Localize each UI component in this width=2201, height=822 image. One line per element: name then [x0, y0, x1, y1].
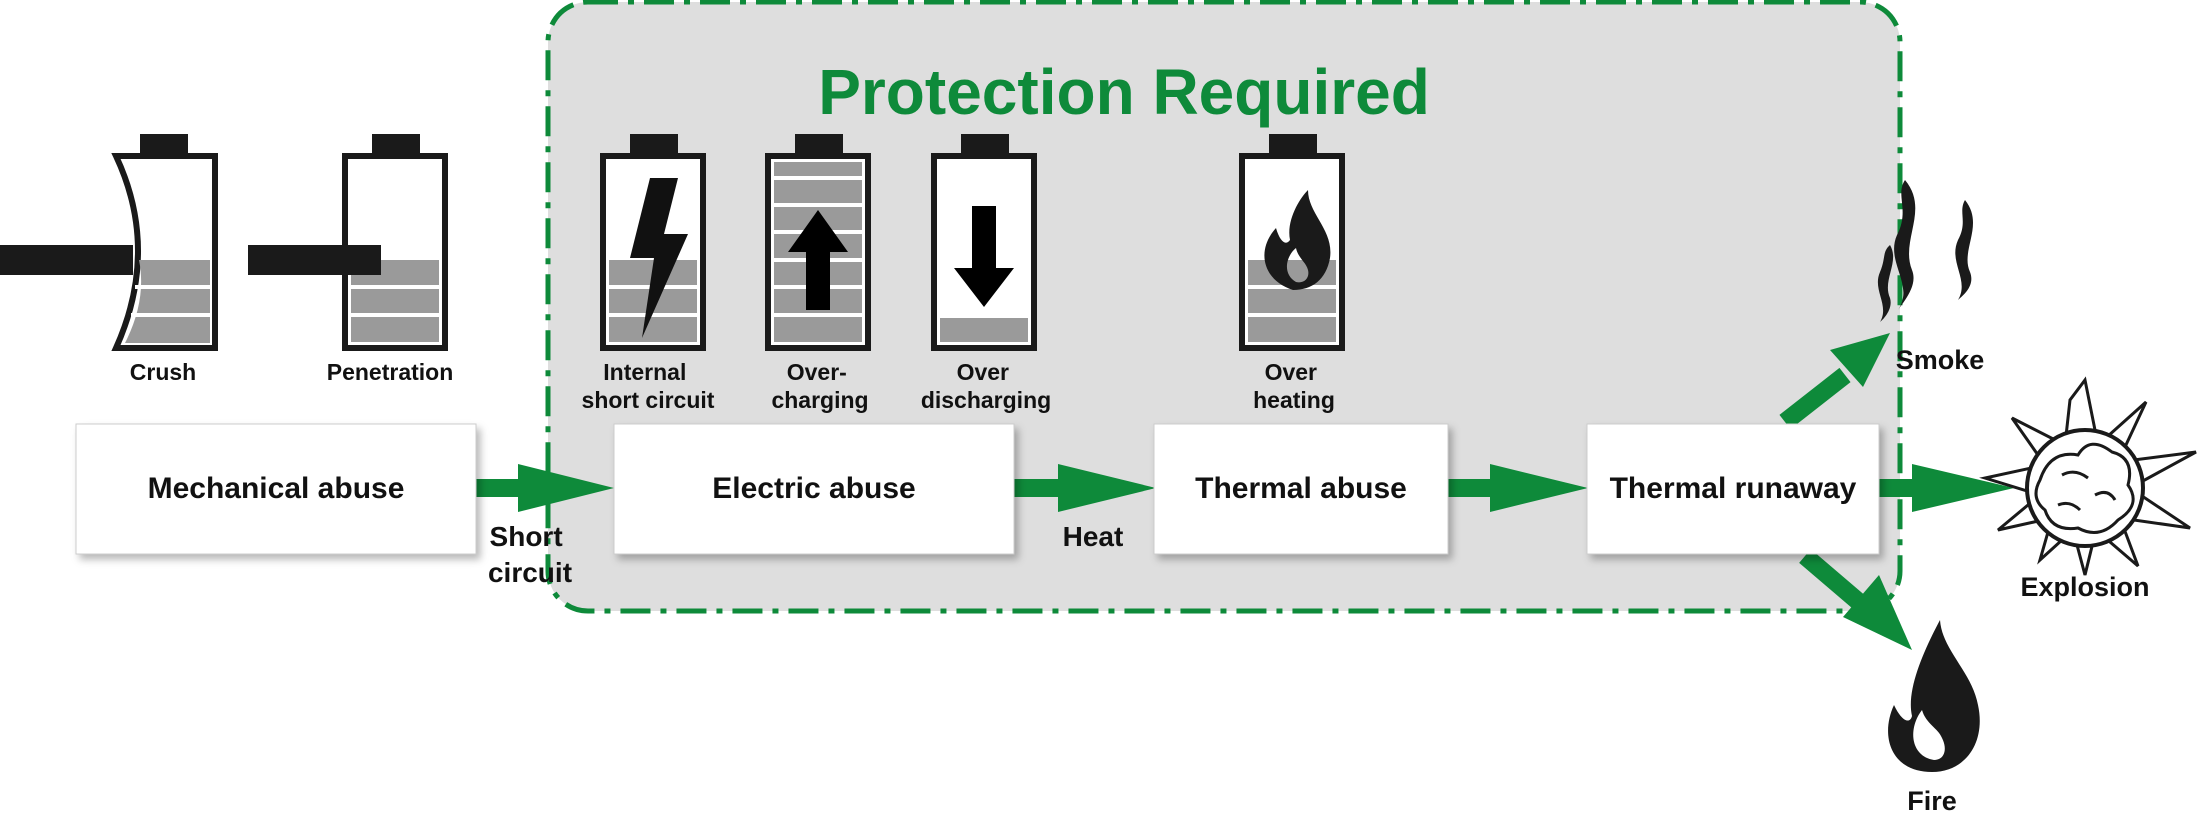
battery-label-overheating: Over heating: [1253, 359, 1335, 413]
smoke-icon: [1877, 180, 1974, 322]
battery-label-internal-short: Internal short circuit: [582, 359, 715, 413]
arrow-runaway-to-fire: [1799, 549, 1912, 650]
stage-label-thermal: Thermal abuse: [1195, 472, 1407, 505]
outcome-label-explosion: Explosion: [2020, 572, 2149, 602]
transition-label-heat: Heat: [1063, 521, 1124, 552]
stage-label-electric: Electric abuse: [712, 472, 915, 505]
outcome-label-smoke: Smoke: [1896, 345, 1985, 375]
flame-battery-icon: [1239, 134, 1345, 351]
stage-box-runaway: Thermal runaway: [1586, 423, 1880, 555]
arrow-electric-to-thermal: [1012, 464, 1156, 512]
arrow-runaway-to-smoke: [1779, 333, 1890, 430]
transition-label-short-circuit: Short circuit: [488, 521, 572, 588]
battery-label-overcharging: Over- charging: [771, 359, 868, 413]
overdischarge-battery-icon: [931, 134, 1037, 351]
penetration-battery-icon: [248, 134, 448, 351]
stage-box-mechanical: Mechanical abuse: [75, 423, 477, 555]
explosion-icon: [1979, 376, 2197, 576]
overcharge-battery-icon: [765, 134, 871, 351]
stage-box-electric: Electric abuse: [613, 423, 1015, 555]
battery-label-crush: Crush: [130, 359, 196, 385]
stage-label-runaway: Thermal runaway: [1610, 472, 1857, 505]
crush-battery-icon: [0, 134, 218, 351]
battery-label-overdischarging: Over discharging: [921, 359, 1051, 413]
arrow-runaway-to-explosion: [1878, 464, 2014, 512]
arrow-thermal-to-runaway: [1447, 464, 1588, 512]
battery-label-penetration: Penetration: [327, 359, 454, 385]
stage-box-thermal: Thermal abuse: [1153, 423, 1449, 555]
lightning-battery-icon: [600, 134, 706, 351]
arrow-mechanical-to-electric: [474, 464, 614, 512]
flow-arrows: [474, 333, 2014, 650]
fire-icon: [1888, 620, 1980, 772]
stage-label-mechanical: Mechanical abuse: [148, 472, 405, 505]
outcome-label-fire: Fire: [1907, 786, 1957, 816]
protection-title: Protection Required: [818, 56, 1430, 128]
